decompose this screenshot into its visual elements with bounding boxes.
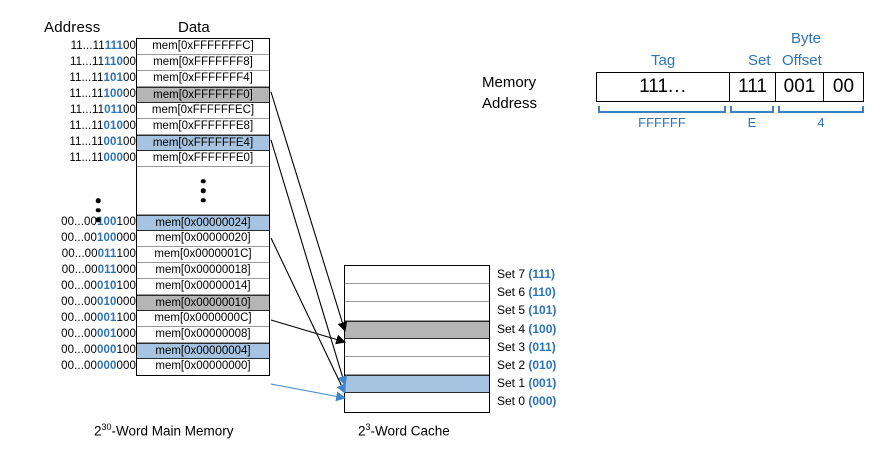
memory-table-row: mem[0x0000000C] xyxy=(137,311,269,327)
cache-set-label: Set 1 (001) xyxy=(497,376,557,391)
cache-set-row xyxy=(345,338,489,357)
cache-set-row xyxy=(345,302,489,321)
tag-low-bracket xyxy=(730,106,774,113)
cache-set-labels: Set 7 (111) Set 6 (110) Set 5 (101) Set 4 (… xyxy=(497,265,556,411)
main-memory-table: mem[0xFFFFFFFC]mem[0xFFFFFFF8]mem[0xFFFF… xyxy=(136,38,270,376)
memory-address-label-line2: Address xyxy=(482,95,538,112)
tag-dots: ... xyxy=(668,76,687,97)
memory-address-column: 11...1111100 11...1111000 11...1110100 11..… xyxy=(36,38,136,374)
memory-table-row: mem[0xFFFFFFF8] xyxy=(137,55,269,71)
cache-set-row xyxy=(345,393,489,412)
address-tag-low-segment: 111 xyxy=(729,73,775,101)
memory-address-label: 00...00010000 xyxy=(61,296,136,308)
memory-table-ellipsis-row xyxy=(137,167,269,215)
cache-caption-rest: -Word Cache xyxy=(370,423,450,439)
cache-set-label: Set 2 (010) xyxy=(497,357,557,372)
memory-table-row: mem[0xFFFFFFFC] xyxy=(137,39,269,55)
tag-low-hex-label: E xyxy=(747,115,757,130)
memory-address-label: 00...00001000 xyxy=(61,328,136,340)
arrow-ffff-e4-to-set1 xyxy=(270,139,348,387)
memory-address-label: 00...00011100 xyxy=(61,248,136,260)
mem-caption-exponent: 30 xyxy=(101,422,112,432)
cache-set-row xyxy=(345,356,489,376)
memory-table-row: mem[0x00000008] xyxy=(137,327,269,343)
memory-table-row: mem[0x00000010] xyxy=(137,295,269,311)
memory-address-label: 11...1111100 xyxy=(70,40,136,52)
vertical-ellipsis-icon xyxy=(200,178,206,203)
memory-address-label: 11...1101100 xyxy=(69,104,136,116)
memory-table-row: mem[0x0000001C] xyxy=(137,247,269,263)
cache-set-row xyxy=(345,375,489,394)
cache-caption: 23-Word Cache xyxy=(358,422,450,439)
byte-label: Byte xyxy=(791,30,822,47)
tag-hex-label: FFFFFF xyxy=(638,115,686,130)
cache-set-label: Set 6 (110) xyxy=(497,285,556,300)
address-bit-field-box: 111 ... 111 001 00 xyxy=(596,72,864,102)
cache-set-row xyxy=(345,320,489,339)
memory-table-row: mem[0xFFFFFFE4] xyxy=(137,135,269,151)
arrow-0024-to-set1 xyxy=(270,237,346,394)
vertical-ellipsis-icon xyxy=(95,198,101,222)
memory-table-row: mem[0x00000014] xyxy=(137,279,269,295)
set-offset-hex-label: 4 xyxy=(817,115,825,130)
memory-address-label: 00...00011000 xyxy=(61,264,136,276)
cache-set-label: Set 3 (011) xyxy=(497,339,556,354)
address-tag-segment: 111 ... xyxy=(597,73,729,101)
mem-caption-base: 2 xyxy=(94,423,102,439)
cache-set-label: Set 5 (101) xyxy=(497,303,557,318)
memory-table-row: mem[0xFFFFFFF4] xyxy=(137,71,269,87)
set-offset-bracket xyxy=(778,106,864,113)
cache-set-label: Set 7 (111) xyxy=(497,267,556,281)
address-offset-segment: 00 xyxy=(823,73,863,101)
memory-address-label: 11...1111000 xyxy=(69,56,136,68)
memory-address-label: 11...1110100 xyxy=(69,72,136,84)
memory-address-label: 00...00000100 xyxy=(61,344,136,356)
tag-left-bits: 111 xyxy=(639,76,669,97)
cache-caption-base: 2 xyxy=(358,423,366,439)
cache-set-row xyxy=(345,284,489,303)
memory-table-row: mem[0x00000004] xyxy=(137,343,269,359)
address-column-ellipsis xyxy=(36,186,136,234)
set-field-label: Set xyxy=(748,52,771,69)
memory-table-row: mem[0x00000020] xyxy=(137,231,269,247)
memory-address-label: 11...1100100 xyxy=(69,136,136,148)
memory-table-row: mem[0xFFFFFFF0] xyxy=(137,87,269,103)
memory-address-label: 00...00100100 xyxy=(61,216,136,228)
cache-caption-exponent: 3 xyxy=(365,422,371,432)
memory-address-label: 11...1101000 xyxy=(69,120,136,132)
memory-table-row: mem[0x00000024] xyxy=(137,215,269,231)
memory-address-label-line1: Memory xyxy=(482,74,537,91)
memory-address-label: 00...00010100 xyxy=(61,280,136,292)
memory-table-row: mem[0x00000000] xyxy=(137,359,269,375)
memory-table-row: mem[0x00000018] xyxy=(137,263,269,279)
cache-set-label: Set 4 (100) xyxy=(497,321,557,336)
arrow-0010-to-set4 xyxy=(270,319,347,345)
arrow-ffff-f0-to-set4 xyxy=(270,91,348,333)
mem-caption-rest: -Word Main Memory xyxy=(111,423,234,439)
arrow-0004-to-set1 xyxy=(270,383,347,402)
memory-table-row: mem[0xFFFFFFE0] xyxy=(137,151,269,167)
address-set-segment: 001 xyxy=(775,73,823,101)
tag-bracket xyxy=(598,106,726,113)
main-memory-caption: 230-Word Main Memory xyxy=(94,422,234,439)
memory-address-label: 00...00100000 xyxy=(61,232,136,244)
memory-address-label: 11...1110000 xyxy=(69,88,136,100)
memory-address-column-header: Address xyxy=(44,19,101,36)
memory-address-label: Memory Address xyxy=(482,72,537,114)
offset-field-label: Offset xyxy=(782,52,822,69)
memory-table-row: mem[0xFFFFFFE8] xyxy=(137,119,269,135)
cache-table xyxy=(344,265,490,413)
memory-data-column-header: Data xyxy=(178,19,210,36)
cache-set-row xyxy=(345,266,489,285)
cache-set-label: Set 0 (000) xyxy=(497,394,557,409)
memory-table-row: mem[0xFFFFFFEC] xyxy=(137,103,269,119)
memory-address-label: 00...00000000 xyxy=(61,360,136,372)
tag-field-label: Tag xyxy=(651,52,676,69)
memory-address-label: 11...1100000 xyxy=(69,152,136,164)
memory-address-label: 00...00001100 xyxy=(61,312,136,324)
